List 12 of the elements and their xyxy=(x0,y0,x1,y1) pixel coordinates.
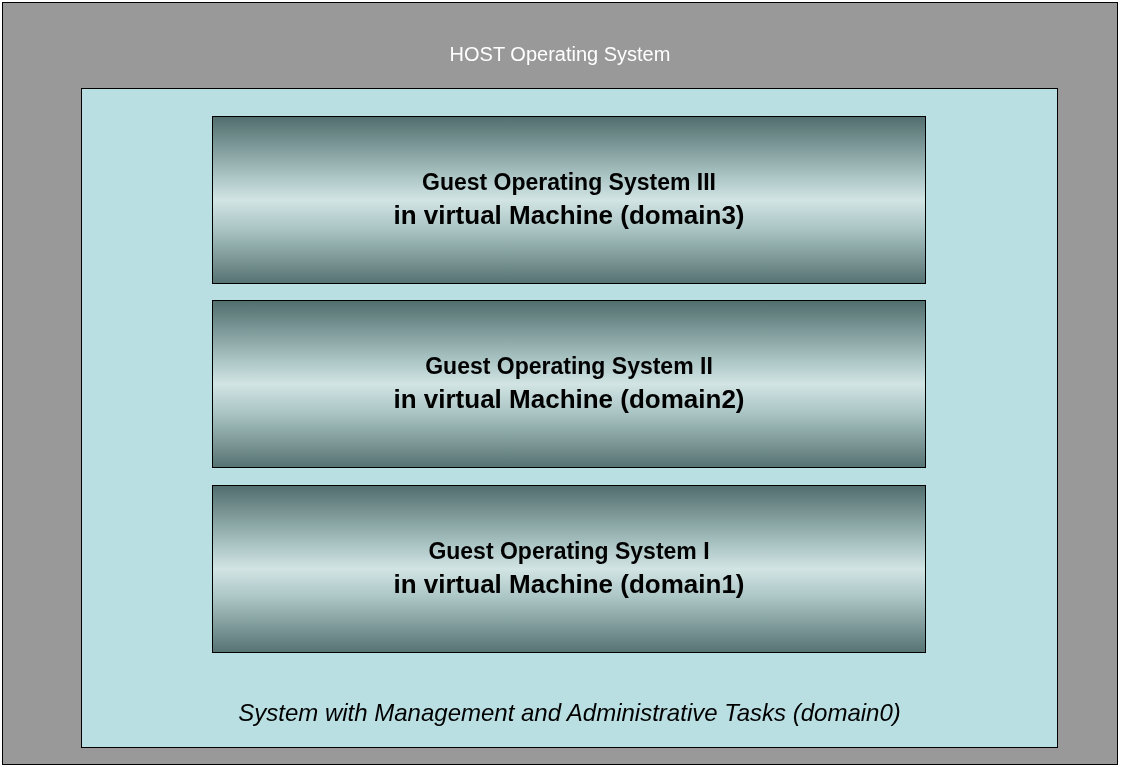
box-heading: Guest Operating System II xyxy=(425,353,713,380)
virtual-machine-box xyxy=(212,116,926,284)
box-heading: Guest Operating System III xyxy=(422,169,716,196)
box-subheading: in virtual Machine (domain3) xyxy=(393,200,745,231)
panel-caption: System with Management and Administrative Tasks (domain0) xyxy=(237,699,902,727)
box-subheading: in virtual Machine (domain1) xyxy=(393,569,745,600)
virtual-machine-box xyxy=(212,485,926,653)
system-panel xyxy=(81,88,1058,748)
box-heading: Guest Operating System I xyxy=(428,538,710,565)
virtual-machine-box xyxy=(212,300,926,468)
panel-title: HOST Operating System xyxy=(448,43,672,66)
box-subheading: in virtual Machine (domain2) xyxy=(393,384,745,415)
